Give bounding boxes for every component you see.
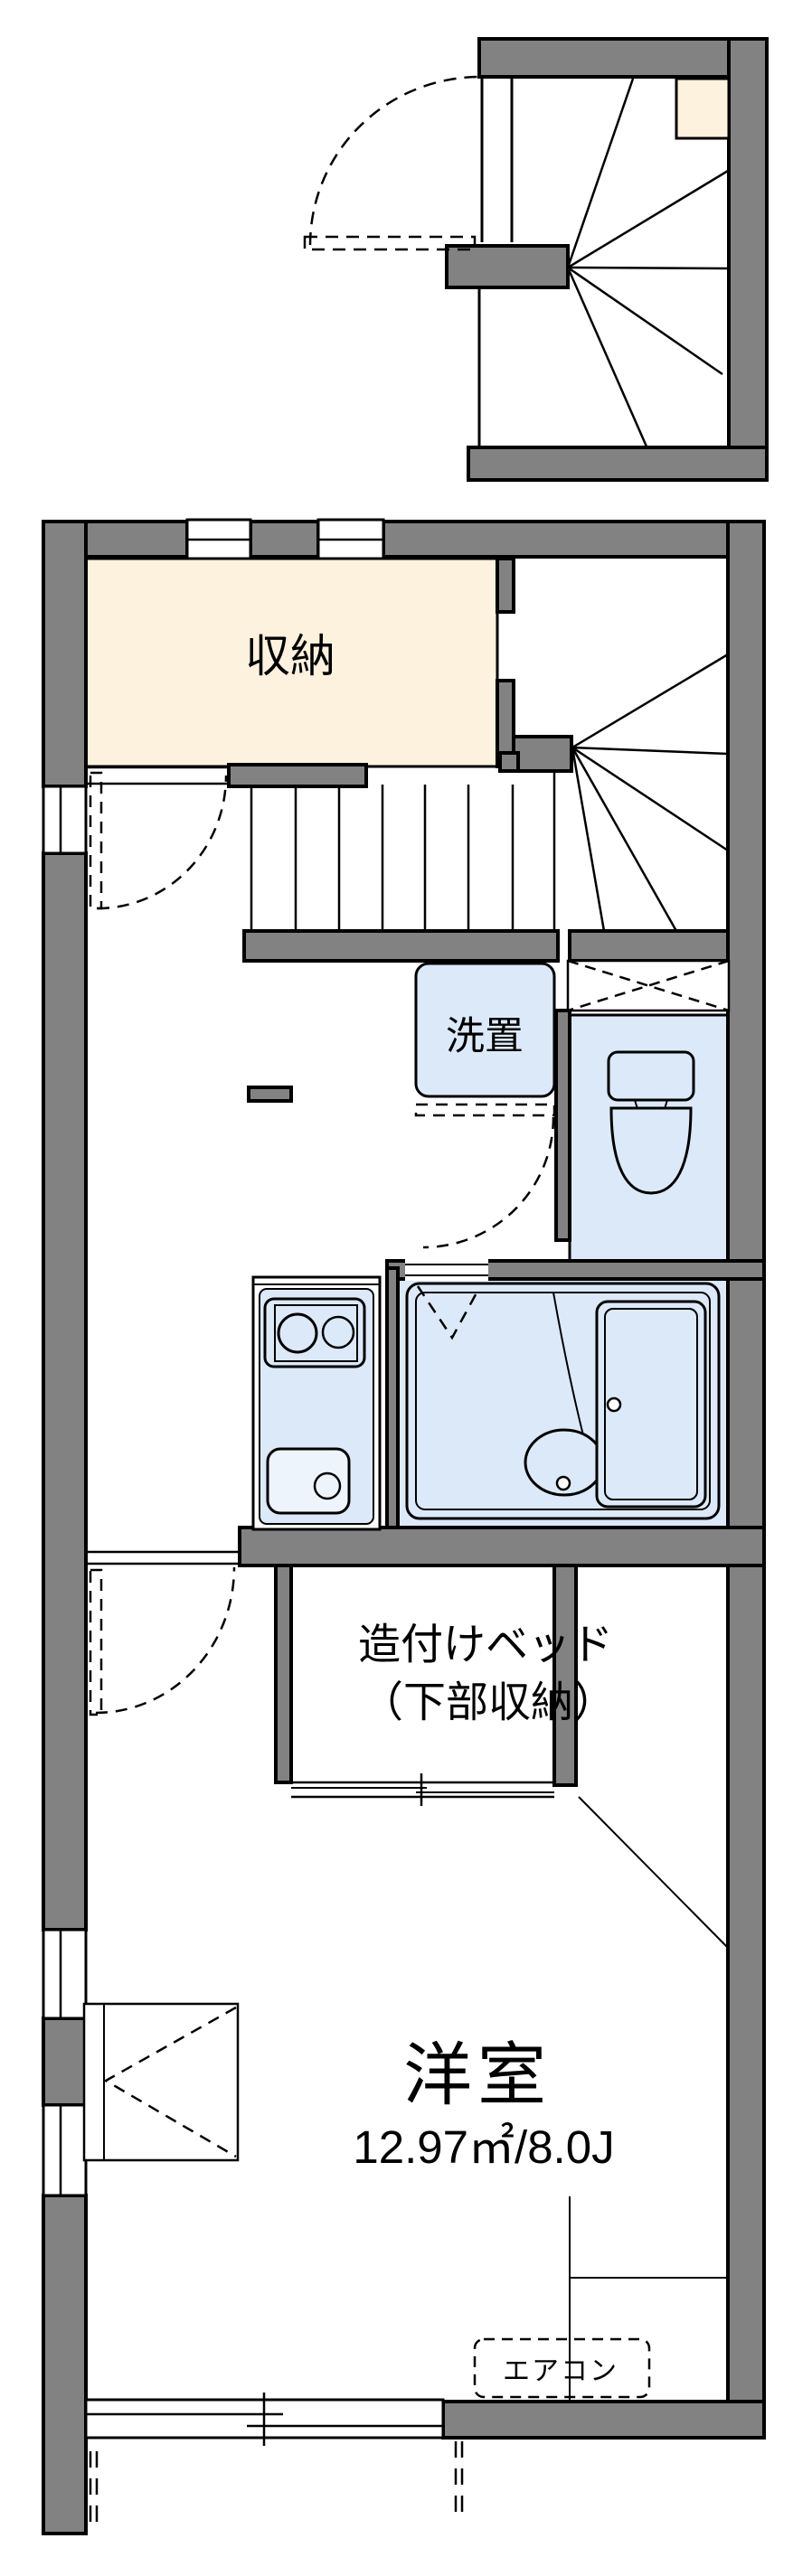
wall-top-segment [382, 520, 766, 559]
entrance-level-plan [303, 37, 769, 482]
burner [277, 1312, 318, 1354]
air-conditioner-label: エアコン [503, 2356, 618, 2386]
storage-room-floor [84, 557, 499, 768]
wall-left-segment [42, 2017, 88, 2107]
boundary-dashed-lines [89, 2441, 464, 2531]
window-frame [42, 1928, 88, 2020]
bathtub-outer [595, 1300, 707, 1509]
burner [321, 1315, 355, 1349]
staircase [86, 653, 729, 932]
laundry-space-box [414, 962, 556, 1098]
entrance-door-leaf [303, 235, 477, 251]
wall-toilet-left [554, 1009, 571, 1242]
stair-void-box [566, 959, 731, 1012]
entrance-door-swing [308, 75, 481, 246]
stair-newel-wall [498, 751, 520, 773]
room-area-label: 12.97㎡/8.0J [353, 2121, 615, 2173]
windows-left-wall [42, 785, 88, 2197]
vanity-edge [552, 1292, 585, 1440]
wall-bed-left [274, 1564, 293, 1784]
kitchen-counter [251, 1275, 382, 1531]
bed-sliding-door [291, 1773, 554, 1806]
sink [266, 1447, 351, 1515]
room-door-swing [95, 1566, 236, 1715]
windows-top-wall [185, 518, 385, 560]
laundry-label: 洗置 [446, 1015, 524, 1058]
wall-kitchen-stub [247, 1086, 293, 1103]
window-frame [42, 785, 88, 855]
storage-label: 収納 [245, 631, 335, 682]
shoe-cabinet [675, 77, 731, 140]
folding-door-symbol [416, 1285, 481, 1340]
toilet-bowl [609, 1106, 693, 1195]
toilet-tank [607, 1050, 695, 1102]
bathtub-inner [604, 1308, 698, 1500]
wall-right [727, 37, 769, 482]
wall-storage-bottom [227, 763, 368, 788]
laundry-door-swing [422, 1116, 555, 1249]
wall-stair-bottom [568, 929, 730, 963]
stove [263, 1297, 366, 1368]
stair-newel-wall [512, 735, 573, 773]
bath-pan-outer [405, 1282, 721, 1520]
laundry-door-leaf [414, 1103, 556, 1117]
room-door-leaf [89, 1568, 103, 1716]
bath-pan-inner [415, 1292, 711, 1510]
western-room-label: 洋室 [403, 2037, 552, 2114]
ceiling-slope-line [578, 1796, 729, 1949]
bathroom-door-opening [405, 1259, 488, 1281]
winder-stairs-upper [571, 653, 729, 932]
bathroom [405, 1282, 721, 1520]
wall-left-segment [42, 2194, 88, 2535]
wall-right-main [726, 520, 766, 2440]
stair-newel-wall [445, 244, 570, 289]
window-frame [42, 2103, 88, 2197]
closet-door-leaf [89, 771, 103, 910]
wall-bottom [467, 446, 769, 482]
drain [313, 1471, 342, 1500]
wall-left-segment [42, 520, 88, 788]
wall-kitchen-right [385, 1266, 400, 1531]
bathtub-drain [606, 1396, 622, 1413]
closet-door-swing [97, 775, 228, 910]
built-in-bed-label: 造付けベッド [358, 1620, 613, 1669]
wall-left-segment [42, 851, 88, 1932]
main-floor-plan [42, 518, 766, 2535]
air-conditioner-box [473, 2337, 651, 2399]
wall-top [477, 37, 769, 79]
wall-bottom-segment [441, 2400, 766, 2440]
toilet-fixture [607, 1050, 695, 1195]
wall-stair-bottom [242, 929, 560, 963]
wall-top-segment [249, 520, 320, 559]
wall-bed-top [238, 1526, 766, 1567]
winder-stairs-lower [566, 78, 729, 447]
wall-bed-right [552, 1564, 578, 1787]
opening-direction-symbol [103, 2006, 237, 2158]
walls [42, 520, 766, 2535]
casement-window-box [82, 2002, 240, 2162]
sliding-window-bottom [84, 2393, 445, 2446]
washbasin-drain [555, 1475, 571, 1491]
wall-storage-divider [496, 557, 515, 614]
bed-storage-sublabel: （下部収納） [361, 1678, 616, 1726]
